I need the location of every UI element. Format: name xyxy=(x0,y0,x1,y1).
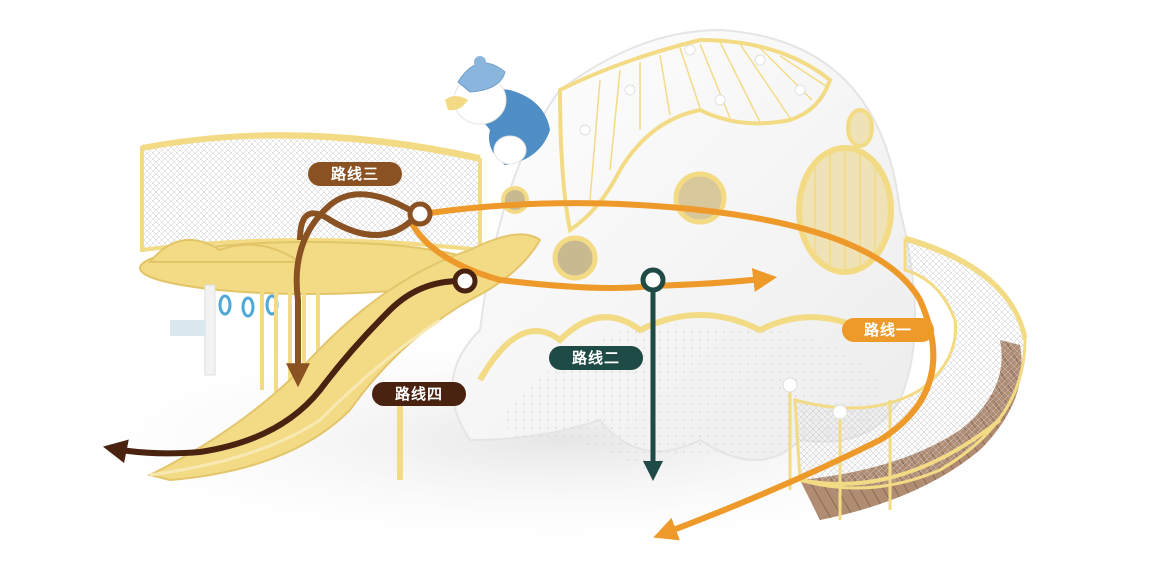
route-one-label: 路线一 xyxy=(842,318,934,342)
duck-mascot xyxy=(445,56,550,165)
route-two-line xyxy=(640,267,666,481)
route-three-start-marker xyxy=(407,201,433,227)
route-one-line xyxy=(407,200,937,541)
route-three-label: 路线三 xyxy=(308,162,402,186)
route-four-line xyxy=(102,268,478,464)
route-four-start-marker xyxy=(452,268,478,294)
route-four-label: 路线四 xyxy=(372,382,466,406)
route-two-label: 路线二 xyxy=(549,346,643,370)
route-three-line xyxy=(286,191,433,388)
route-two-start-marker xyxy=(640,267,666,293)
ramp xyxy=(782,235,1028,520)
